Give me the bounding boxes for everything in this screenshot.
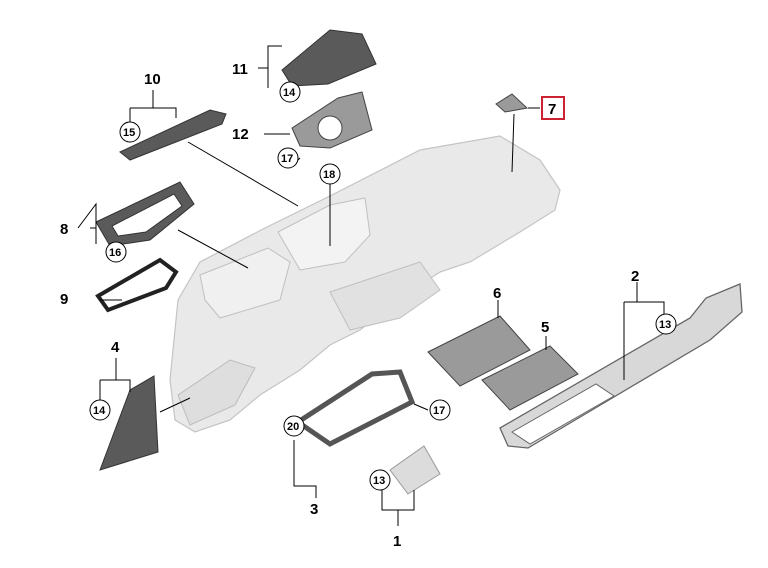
sub-callouts: 13 13 14 14 15 16 17 17 bbox=[89, 81, 677, 491]
leader-lines bbox=[77, 45, 665, 526]
svg-text:17: 17 bbox=[433, 405, 445, 417]
callout-7-highlight-box bbox=[541, 96, 565, 120]
sub-callout-13a: 13 bbox=[655, 313, 677, 335]
callout-10: 10 bbox=[144, 71, 161, 88]
svg-text:20: 20 bbox=[287, 421, 299, 433]
part-9-gasket bbox=[95, 257, 179, 313]
svg-text:17: 17 bbox=[281, 153, 293, 165]
svg-text:14: 14 bbox=[93, 405, 106, 417]
callout-5: 5 bbox=[541, 319, 549, 336]
sub-callout-15: 15 bbox=[119, 121, 141, 143]
callout-12: 12 bbox=[232, 126, 249, 143]
callout-2: 2 bbox=[631, 268, 639, 285]
sub-callout-17b: 17 bbox=[429, 399, 451, 421]
part-2-trim-opening bbox=[511, 383, 615, 445]
callout-9: 9 bbox=[60, 291, 68, 308]
callout-1: 1 bbox=[393, 533, 401, 550]
part-6-carrier bbox=[427, 315, 531, 387]
svg-text:15: 15 bbox=[123, 127, 135, 139]
part-4-side-panel bbox=[99, 375, 159, 471]
part-11-speaker-grille bbox=[281, 29, 377, 87]
part-7-vent bbox=[495, 93, 529, 113]
svg-text:18: 18 bbox=[323, 169, 335, 181]
callout-6: 6 bbox=[493, 285, 501, 302]
svg-text:13: 13 bbox=[659, 319, 671, 331]
svg-text:14: 14 bbox=[283, 87, 296, 99]
callout-11: 11 bbox=[232, 61, 248, 78]
callout-3: 3 bbox=[310, 501, 318, 518]
part-12-hole bbox=[317, 115, 343, 141]
sub-callout-16: 16 bbox=[105, 241, 127, 263]
svg-text:16: 16 bbox=[109, 247, 121, 259]
callout-7: 7 bbox=[548, 101, 556, 118]
dashboard-body bbox=[169, 135, 561, 433]
part-3-instrument-bracket bbox=[293, 369, 416, 447]
sub-callout-14a: 14 bbox=[279, 81, 301, 103]
sub-callout-17a: 17 bbox=[277, 147, 299, 169]
sub-callout-13b: 13 bbox=[369, 469, 391, 491]
sub-callout-18: 18 bbox=[319, 163, 341, 185]
callout-4: 4 bbox=[111, 339, 120, 356]
sub-callout-14b: 14 bbox=[89, 399, 111, 421]
part-10-trim-strip bbox=[119, 109, 227, 161]
part-5-bracket bbox=[481, 345, 579, 411]
part-8-frame-opening bbox=[111, 193, 183, 237]
sub-callout-20: 20 bbox=[283, 415, 305, 437]
callout-8: 8 bbox=[60, 221, 68, 238]
callout-labels: 1 2 3 4 5 6 7 8 9 10 11 12 bbox=[60, 61, 639, 550]
svg-text:13: 13 bbox=[373, 475, 385, 487]
part-1-bezel bbox=[389, 445, 441, 495]
